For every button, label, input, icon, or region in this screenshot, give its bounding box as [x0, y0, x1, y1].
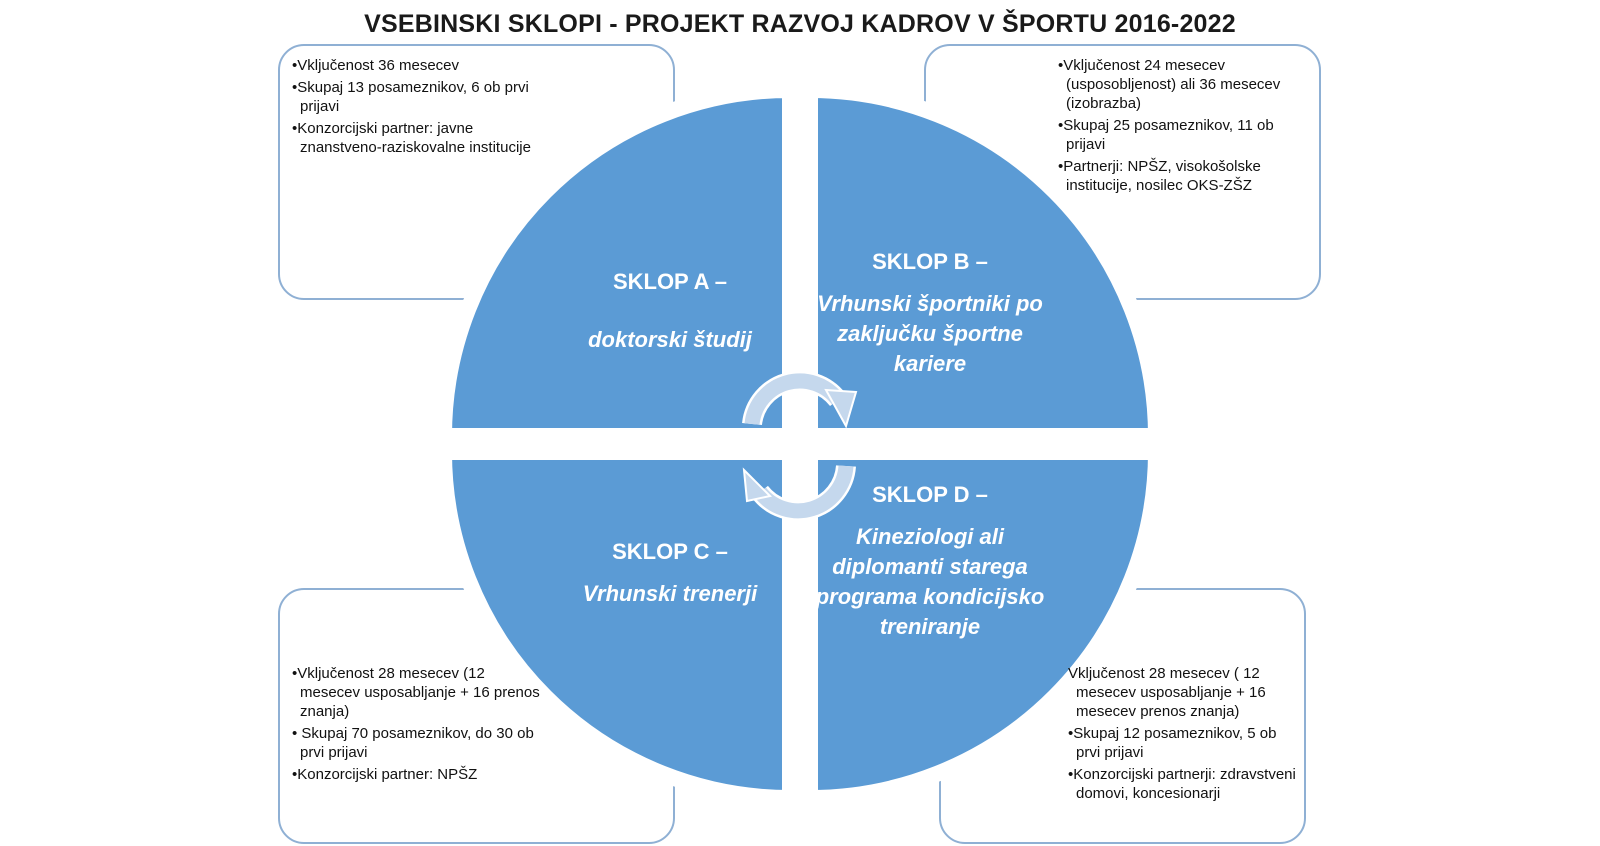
sklop-c-heading: SKLOP C – — [612, 539, 728, 564]
bullet-d-2: •Skupaj 12 posameznikov, 5 ob prvi prija… — [1068, 725, 1277, 761]
info-text-c: •Vključenost 28 mesecev (12 mesecev uspo… — [292, 664, 540, 787]
sklop-d-heading: SKLOP D – — [872, 482, 988, 507]
sklop-c-subtitle: Vrhunski trenerji — [582, 581, 758, 606]
bullet-c-3: •Konzorcijski partner: NPŠZ — [292, 766, 478, 783]
sklop-d-subtitle: Kineziologi ali diplomanti starega progr… — [815, 524, 1045, 639]
cycle-arrow-top-icon — [742, 371, 858, 429]
bullet-d-3: •Konzorcijski partnerji: zdravstveni dom… — [1068, 766, 1296, 802]
sklop-b-heading: SKLOP B – — [872, 249, 988, 274]
info-text-b: •Vključenost 24 mesecev (usposobljenost)… — [1058, 56, 1306, 198]
bullet-a-3: •Konzorcijski partner: javne znanstveno-… — [292, 120, 531, 156]
bullet-a-1: •Vključenost 36 mesecev — [292, 57, 459, 74]
sklop-a-subtitle: doktorski študij — [588, 327, 752, 352]
sklop-b-label: SKLOP B – Vrhunski športniki po zaključk… — [810, 247, 1050, 379]
quadrant-b — [802, 81, 1165, 444]
bullet-c-2: • Skupaj 70 posameznikov, do 30 ob prvi … — [292, 725, 534, 761]
diagram-title: VSEBINSKI SKLOPI - PROJEKT RAZVOJ KADROV… — [364, 10, 1236, 38]
bullet-d-1: Vključenost 28 mesecev ( 12 mesecev uspo… — [1068, 665, 1266, 720]
bullet-c-1: •Vključenost 28 mesecev (12 mesecev uspo… — [292, 665, 540, 720]
quadrant-a — [435, 81, 798, 444]
sklop-a-heading: SKLOP A – — [612, 269, 728, 294]
cycle-arrow-bottom-icon — [742, 464, 856, 521]
bullet-a-2: •Skupaj 13 posameznikov, 6 ob prvi prija… — [292, 79, 529, 115]
bullet-b-1: •Vključenost 24 mesecev (usposobljenost)… — [1058, 57, 1281, 112]
info-text-a: •Vključenost 36 mesecev •Skupaj 13 posam… — [292, 56, 537, 160]
bullet-b-2: •Skupaj 25 posameznikov, 11 ob prijavi — [1058, 117, 1274, 153]
quadrant-d — [802, 444, 1165, 807]
sklop-b-subtitle: Vrhunski športniki po zaključku športne … — [817, 291, 1043, 376]
bullet-b-3: •Partnerji: NPŠZ, visokošolske instituci… — [1058, 158, 1261, 194]
sklop-a-label: SKLOP A – doktorski študij — [560, 267, 780, 355]
sklop-d-label: SKLOP D – Kineziologi ali diplomanti sta… — [810, 480, 1050, 642]
info-text-d: Vključenost 28 mesecev ( 12 mesecev uspo… — [1068, 664, 1300, 806]
quadrant-c — [435, 444, 798, 807]
sklop-c-label: SKLOP C – Vrhunski trenerji — [560, 537, 780, 609]
